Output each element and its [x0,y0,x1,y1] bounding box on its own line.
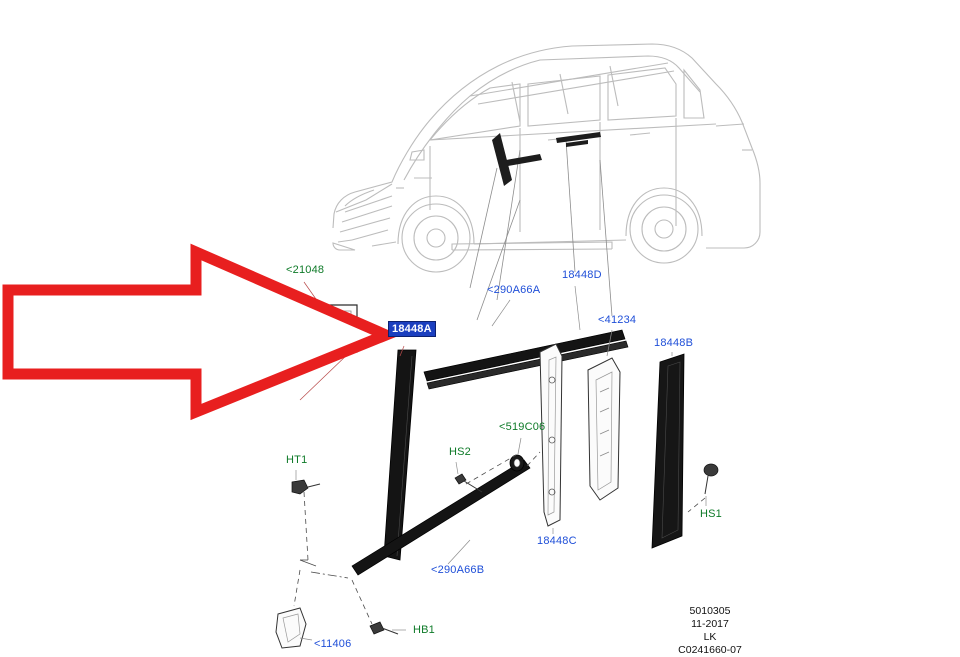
callout-290A66B: <290A66B [431,564,485,576]
callout-21048: <21048 [286,264,325,276]
fastener-HB1 [369,621,399,635]
callout-18448C: 18448C [537,535,577,547]
callout-519C06: <519C06 [499,421,546,433]
footer-drawing-number: 5010305 [689,605,731,617]
vehicle-illustration [332,43,761,273]
footer-date: 11-2017 [691,618,729,630]
callout-HS2: HS2 [449,446,471,458]
callout-18448B: 18448B [654,337,694,349]
callout-HS1: HS1 [700,508,722,520]
part-519C06 [509,454,525,472]
vehicle-highlight-trim [492,132,601,186]
fastener-HS1 [703,463,719,495]
red-arrow-annotation [2,243,401,421]
part-290A66B [351,459,531,576]
footer-sheet-number: C0241660-07 [678,644,742,656]
leader-lines [469,139,613,321]
part-11406 [275,607,307,649]
callout-HB1: HB1 [413,624,435,636]
callout-11406: <11406 [314,638,352,650]
part-18448B [651,353,685,549]
part-18448A [383,349,417,561]
callout-18448D: 18448D [562,269,602,281]
part-41234 [587,357,621,501]
callout-HT1: HT1 [286,454,308,466]
callout-18448A-highlight: 18448A [388,321,436,337]
fastener-HT1 [291,479,321,495]
callout-41234: <41234 [598,314,637,326]
part-18448C [539,343,563,527]
footer-model-code: LK [703,631,717,643]
fastener-HS2 [454,473,483,493]
callout-290A66A: <290A66A [487,284,541,296]
